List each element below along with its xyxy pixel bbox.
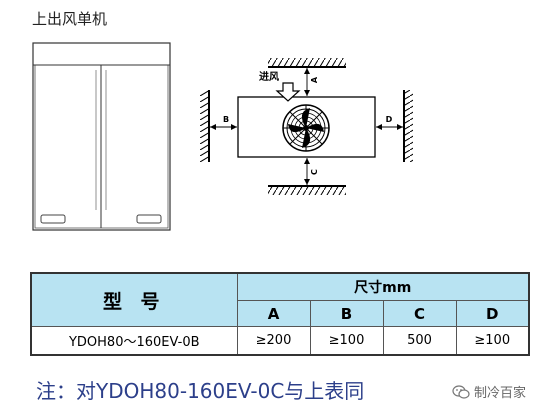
watermark: 制冷百家 [452,382,526,401]
wall-right [403,90,413,162]
air-intake-arrow-icon [275,82,301,102]
value-cell-d: ≥100 [455,326,530,356]
model-cell: YDOH80～160EV-0B [30,326,238,356]
dimension-a: A [304,68,319,96]
dimension-header: 尺寸mm [236,272,530,301]
column-header-a: A [236,300,311,327]
unit-front-view [32,42,171,231]
dimension-label-c: C [310,169,319,175]
wall-left [200,90,210,162]
column-header-c: C [382,300,457,327]
clearance-diagram: 进风 A B C D [32,42,413,231]
fan-icon [282,104,330,152]
footnote: 注：对YDOH80-160EV-0C与上表同 [36,379,365,403]
wall-bottom [268,185,346,195]
diagram-title: 上出风单机 [32,10,108,28]
dimension-c: C [304,158,319,185]
dimension-b: B [210,115,237,130]
dimension-label-b: B [223,115,229,124]
value-cell-a: ≥200 [236,326,311,356]
dimension-label-a: A [310,76,319,83]
model-header: 型 号 [30,272,238,327]
watermark-text: 制冷百家 [474,386,527,401]
dimension-label-d: D [386,115,393,124]
wechat-bubble-icon [452,384,470,399]
column-header-d: D [455,300,530,327]
table-row: YDOH80～160EV-0B ≥200 ≥100 500 ≥100 [30,326,530,356]
intake-label: 进风 [259,70,279,83]
dimension-d: D [376,115,403,130]
column-header-b: B [309,300,384,327]
wall-top [268,58,346,68]
value-cell-b: ≥100 [309,326,384,356]
value-cell-c: 500 [382,326,457,356]
clearance-specs-table: 型 号 尺寸mm A B C D YDOH80～160EV-0B ≥200 ≥1… [30,272,530,356]
